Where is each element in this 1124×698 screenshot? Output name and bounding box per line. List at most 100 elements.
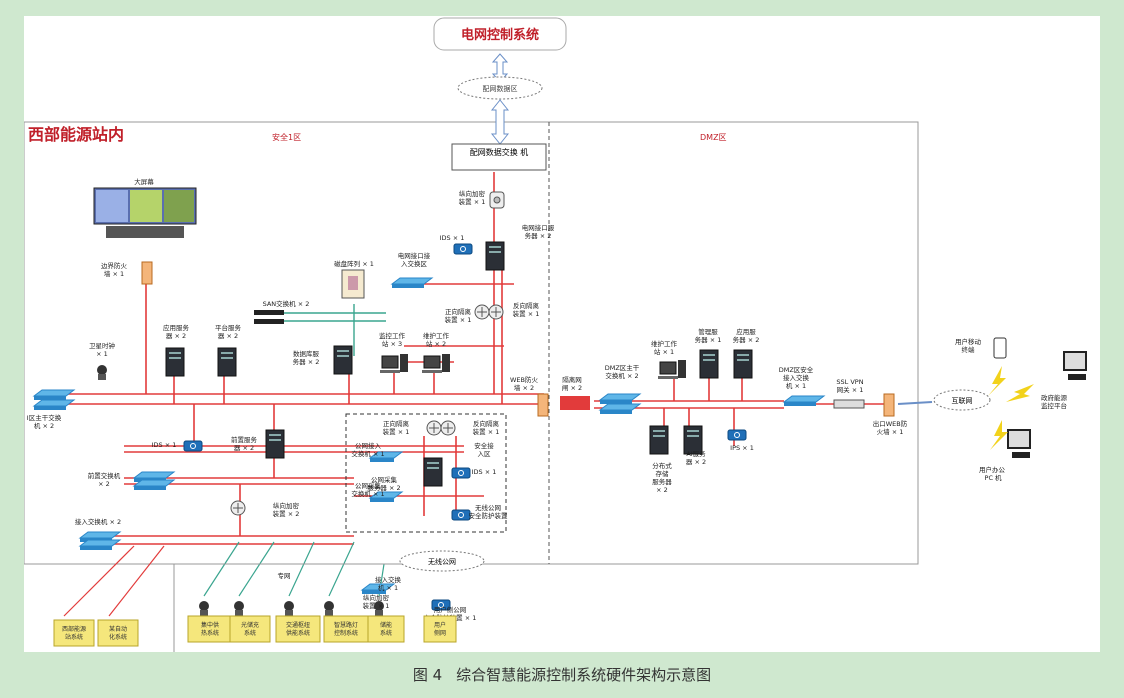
ids-top-icon: [453, 243, 473, 255]
wireless-label: 无线公网: [428, 557, 456, 566]
cloud-top: [457, 76, 543, 100]
subsystem-box-3: 集中供热系统: [187, 615, 233, 643]
platform-server-icon: [217, 347, 237, 377]
enc-terminal-label: 纵向加密装置 × 1: [363, 593, 390, 610]
app-server-label: 应用服务器 × 2: [163, 323, 190, 340]
sat-clock-icon: [97, 365, 107, 380]
zone-dmz-label: DMZ区: [700, 133, 727, 142]
dmz-access-switch-label: DMZ区安全接入交换机 × 1: [779, 365, 814, 390]
private-net-label: 专网: [278, 571, 291, 580]
maint-ws-icon: [422, 354, 450, 373]
app-server-icon: [165, 347, 185, 377]
enc-dev-mid-icon: [230, 500, 246, 516]
big-screen-icon: [93, 187, 197, 238]
dmz-main-switch-icon-b: [598, 403, 642, 414]
dmz-to-internet-arrow: [897, 401, 933, 405]
grid-control-box: [433, 17, 567, 51]
exit-firewall-icon: [883, 393, 895, 417]
subsystem-label-7: 储能系统: [380, 621, 392, 637]
public-net-sw-label: 公网接入交换机 × 1: [351, 441, 384, 458]
web-firewall-icon: [537, 393, 549, 417]
station-title: 西部能源站内: [28, 125, 124, 144]
access-switch-label: 接入交换机 × 2: [75, 517, 121, 526]
wireless-cloud: [399, 550, 485, 572]
field-terminal-icon-5: [374, 601, 384, 616]
ips-label: IPS × 1: [730, 444, 754, 452]
internet-cloud: [933, 389, 991, 411]
dmz-main-switch-label: DMZ区主干交换机 × 2: [605, 363, 640, 380]
enc-dev-mid-label: 纵向加密装置 × 2: [273, 501, 300, 518]
dist-switch-label: 配网数据交换 机: [470, 147, 529, 157]
public-secure-icon: [451, 509, 471, 521]
rev-isolation-icon: [488, 304, 504, 320]
app-server-dmz-icon: [733, 349, 753, 379]
public-collect-server-icon: [423, 457, 443, 487]
field-terminal-icon-1: [199, 601, 209, 616]
subsystem-box-8: 用户侧网: [423, 615, 457, 643]
field-terminal-icon-2: [234, 601, 244, 616]
gov-platform-label: 政府能源监控平台: [1041, 393, 1068, 410]
front-server-label: 前置服务器 × 2: [231, 435, 258, 452]
dmz-main-switch-icon: [598, 393, 642, 404]
san-switch-icon: [254, 310, 284, 324]
san-switch-label: SAN交换机 × 2: [263, 299, 310, 308]
border-firewall-icon: [141, 261, 153, 285]
maint-ws-dmz-label: 维护工作站 × 1: [651, 339, 678, 356]
ids-left-label: IDS × 1: [152, 441, 177, 449]
field-terminal-icon-3: [284, 601, 294, 616]
architecture-diagram: 电网控制系统 配网数据区 西部能源站内 安全1区 DMZ区 配网数据交换 机: [23, 16, 1100, 652]
platform-server-label: 平台服务器 × 2: [215, 323, 242, 340]
grid-if-server-label: 电网接口服务器 × 2: [522, 223, 555, 240]
public-collect-sw-label: 公网采集交换机 × 1: [351, 481, 384, 498]
front-switch-label: 前置交换机× 2: [88, 471, 121, 488]
disk-array-icon: [341, 269, 365, 299]
subsystem-box-2: 某自动化系统: [97, 619, 139, 647]
subsystem-label-1: 西部能源站系统: [62, 625, 86, 641]
switch-main1-icon: [32, 389, 76, 400]
switch-main1-icon-b: [32, 399, 76, 410]
subsystem-box-7: 储能系统: [367, 615, 405, 643]
rev-isolation-label: 反向隔离装置 × 1: [513, 301, 540, 318]
subsystem-label-3: 集中供热系统: [201, 621, 219, 637]
dist-storage-label: 分布式存储服务器× 2: [652, 461, 672, 494]
bottom-teal-lines: [203, 541, 385, 597]
subsystem-label-4: 光储充系统: [241, 621, 259, 637]
access-switch-bottom-label: 接入交换机 × 1: [375, 575, 402, 592]
dmz-access-switch-icon: [782, 395, 826, 406]
ips-icon: [727, 429, 747, 441]
grid-if-switch-label: 电网接口接入交换区: [398, 251, 431, 268]
dash-fwd-label: 正向隔离装置 × 1: [383, 419, 410, 436]
field-terminal-icon-4: [324, 601, 334, 616]
figure-text: 综合智慧能源控制系统硬件架构示意图: [456, 666, 712, 684]
user-pc-label: 用户办公 PC 机: [979, 465, 1006, 482]
front-switch-icon-b: [132, 479, 176, 490]
san-lines: [284, 304, 386, 356]
subsystem-box-1: 西部能源站系统: [53, 619, 95, 647]
dash-fwd-icon: [426, 420, 442, 436]
internet-label: 互联网: [952, 396, 973, 405]
ids-top-label: IDS × 1: [440, 234, 465, 242]
cloud-top-label: 配网数据区: [483, 84, 518, 93]
exit-fw-label: 出口WEB防火墙 × 1: [873, 419, 908, 436]
diagram-svg: 电网控制系统 配网数据区 西部能源站内 安全1区 DMZ区 配网数据交换 机: [23, 17, 1087, 652]
grid-if-switch-icon: [390, 277, 434, 288]
ai-server-label: AI服务器 × 2: [686, 449, 706, 466]
zone-safe-label: 安全1区: [272, 132, 301, 142]
user-secure-icon: [431, 599, 451, 611]
public-collect-server-label: 公网采集服务器 × 2: [367, 475, 400, 492]
grid-if-server-icon: [485, 241, 505, 271]
subsystem-box-6: 智慧路灯控制系统: [323, 615, 369, 643]
subsystem-label-8: 用户侧网: [434, 621, 446, 637]
dist-storage-icon: [649, 425, 669, 455]
enc-dev-top-label: 纵向加密装置 × 1: [459, 189, 486, 206]
maint-ws-label: 维护工作站 × 2: [423, 331, 450, 348]
dash-rev-label: 反向隔离装置 × 1: [473, 419, 500, 436]
fwd-isolation-label: 正向隔离装置 × 1: [445, 307, 472, 324]
access-switch-bottom-icon: [360, 583, 396, 594]
enc-dev-top-icon: [489, 191, 505, 209]
db-server-label: 数据库服务器 × 2: [293, 349, 320, 366]
switch-main1-label: I区主干交换机 × 2: [27, 413, 62, 430]
ai-server-icon: [683, 425, 703, 455]
